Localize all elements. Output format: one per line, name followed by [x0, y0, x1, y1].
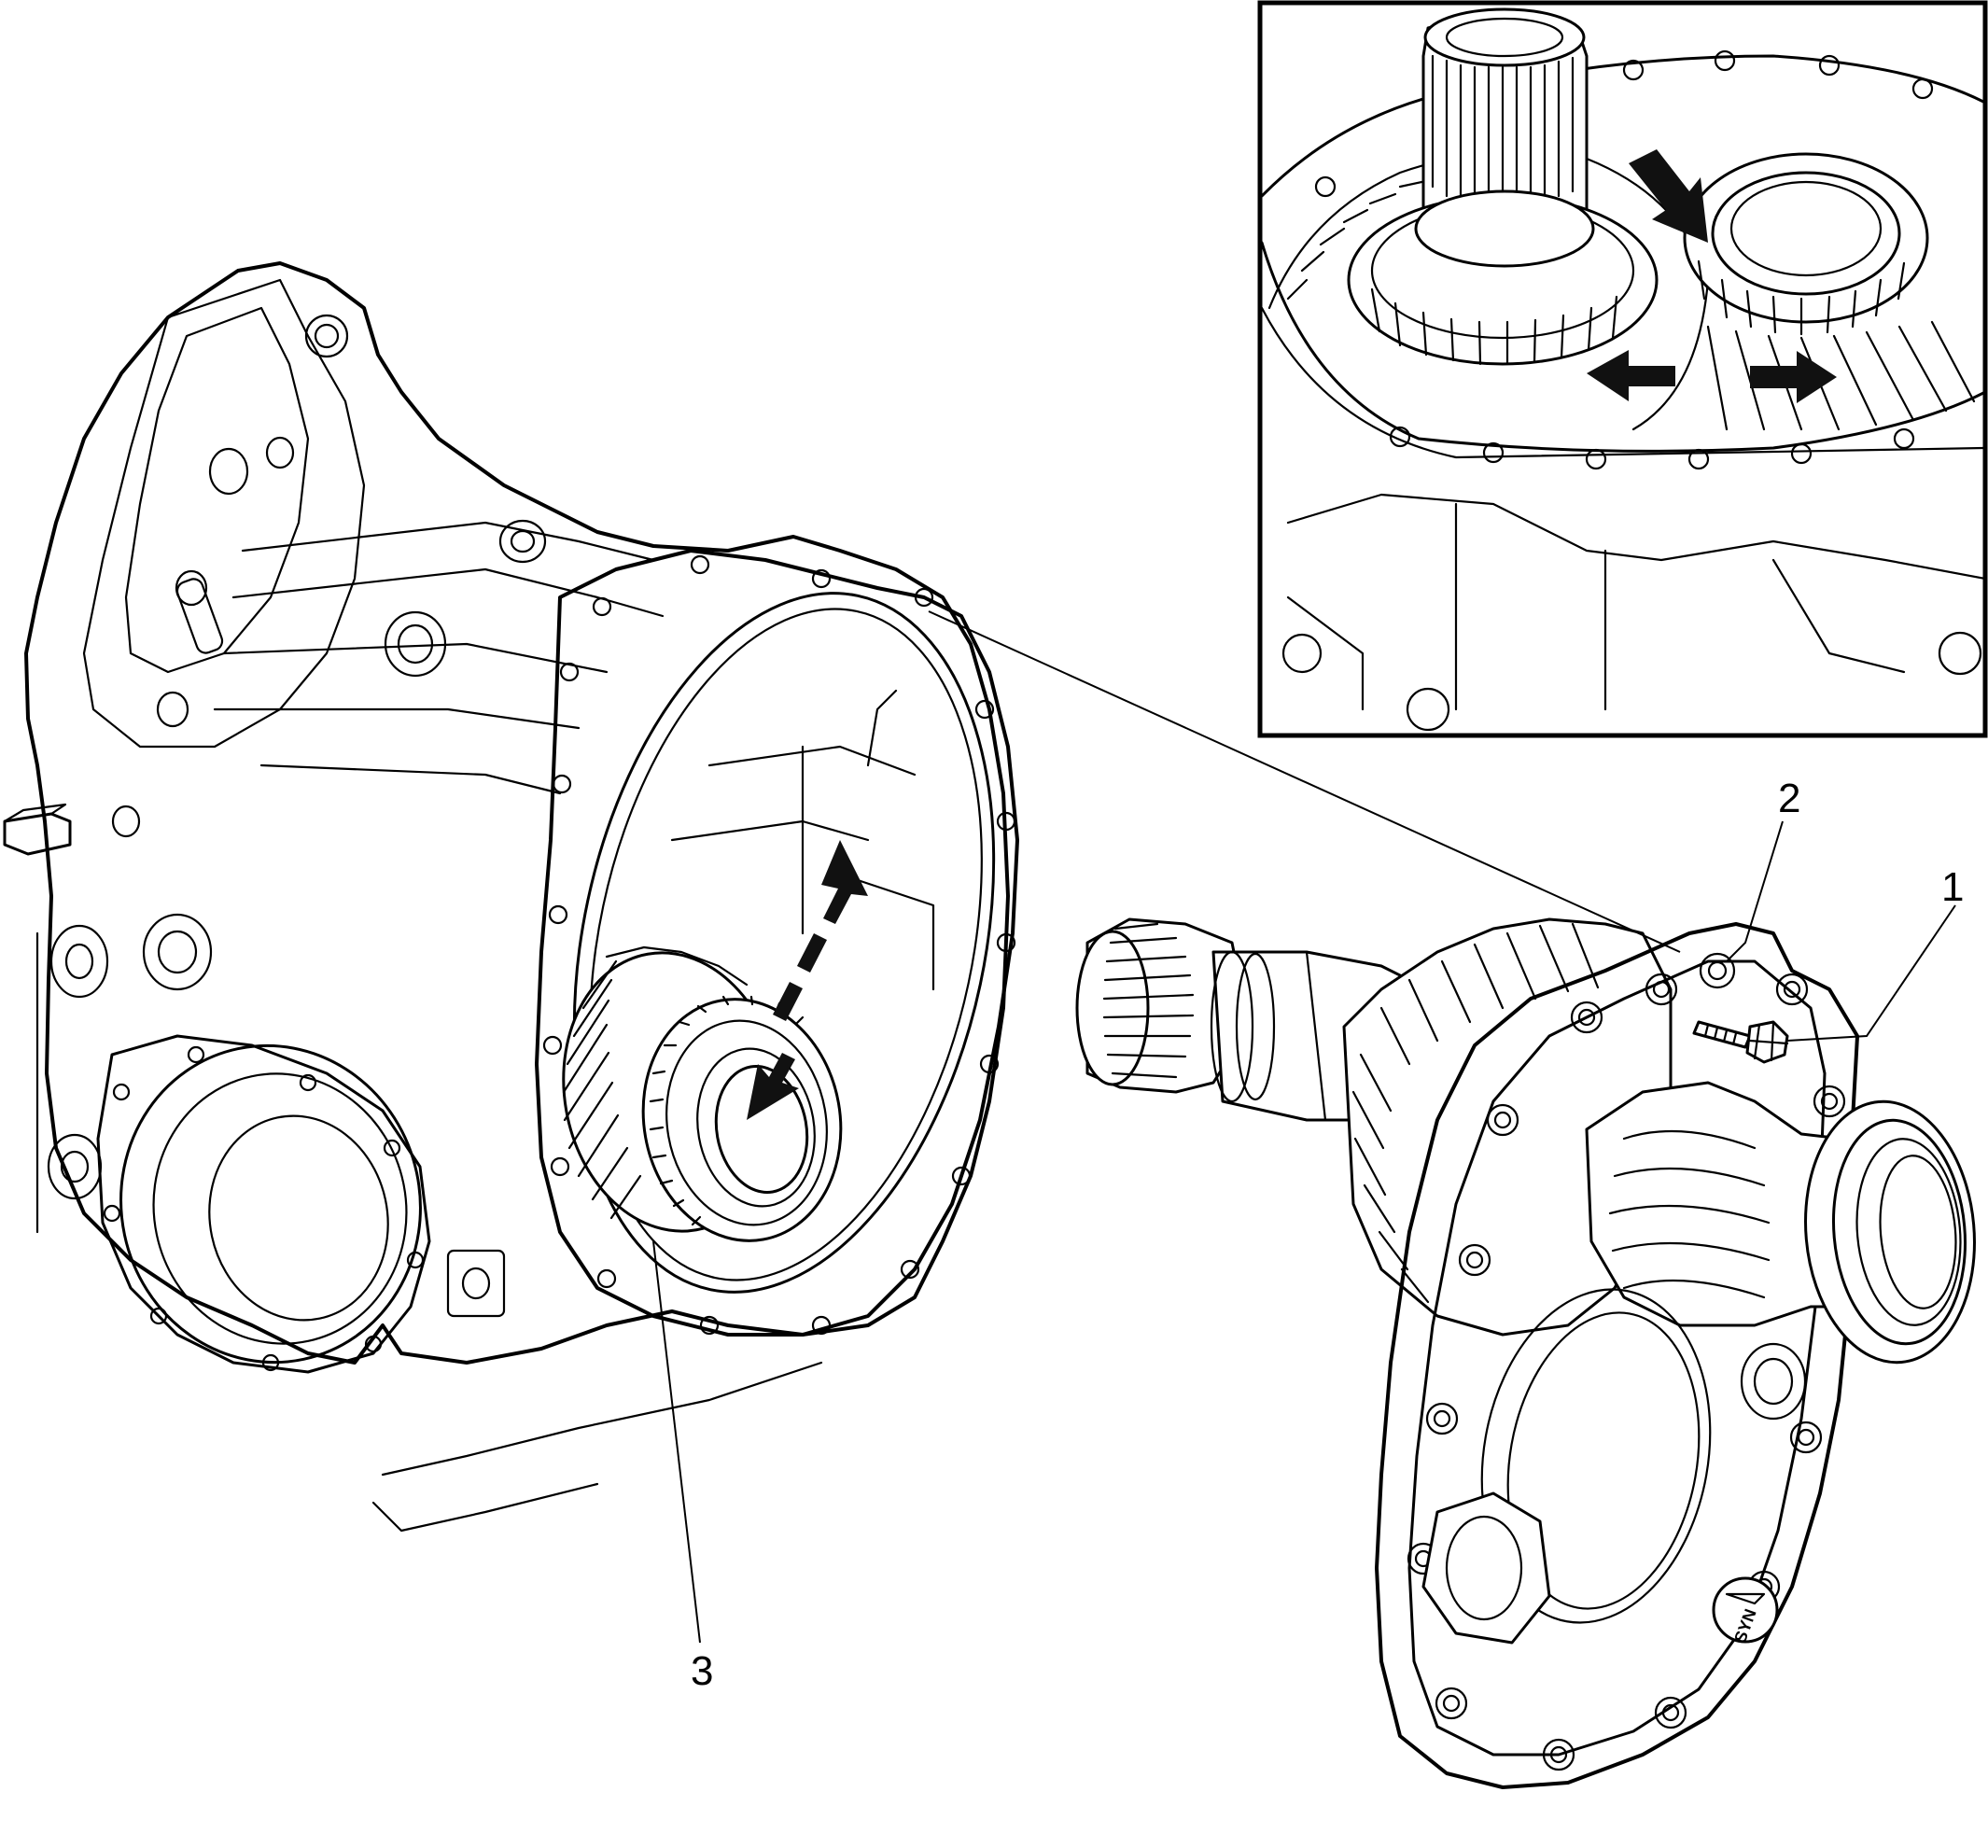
drive-sprocket-bearing [562, 840, 868, 1242]
transfer-case-housing [3, 261, 1010, 1533]
callout-3: 3 [691, 1648, 713, 1694]
movement-arrow [747, 840, 868, 1120]
leader-lines [652, 610, 1956, 1644]
syn-fluid-decal: SYN [1712, 1576, 1779, 1645]
callout-2: 2 [1778, 776, 1800, 821]
transfer-case-cover: SYN [1075, 917, 1976, 1789]
callout-1: 1 [1941, 864, 1964, 910]
cover-bolt [1692, 1020, 1789, 1064]
inset-arrows [1587, 149, 1837, 403]
gear-mesh-detail-inset [1257, 0, 1988, 738]
housing-mating-flange [535, 549, 1019, 1337]
